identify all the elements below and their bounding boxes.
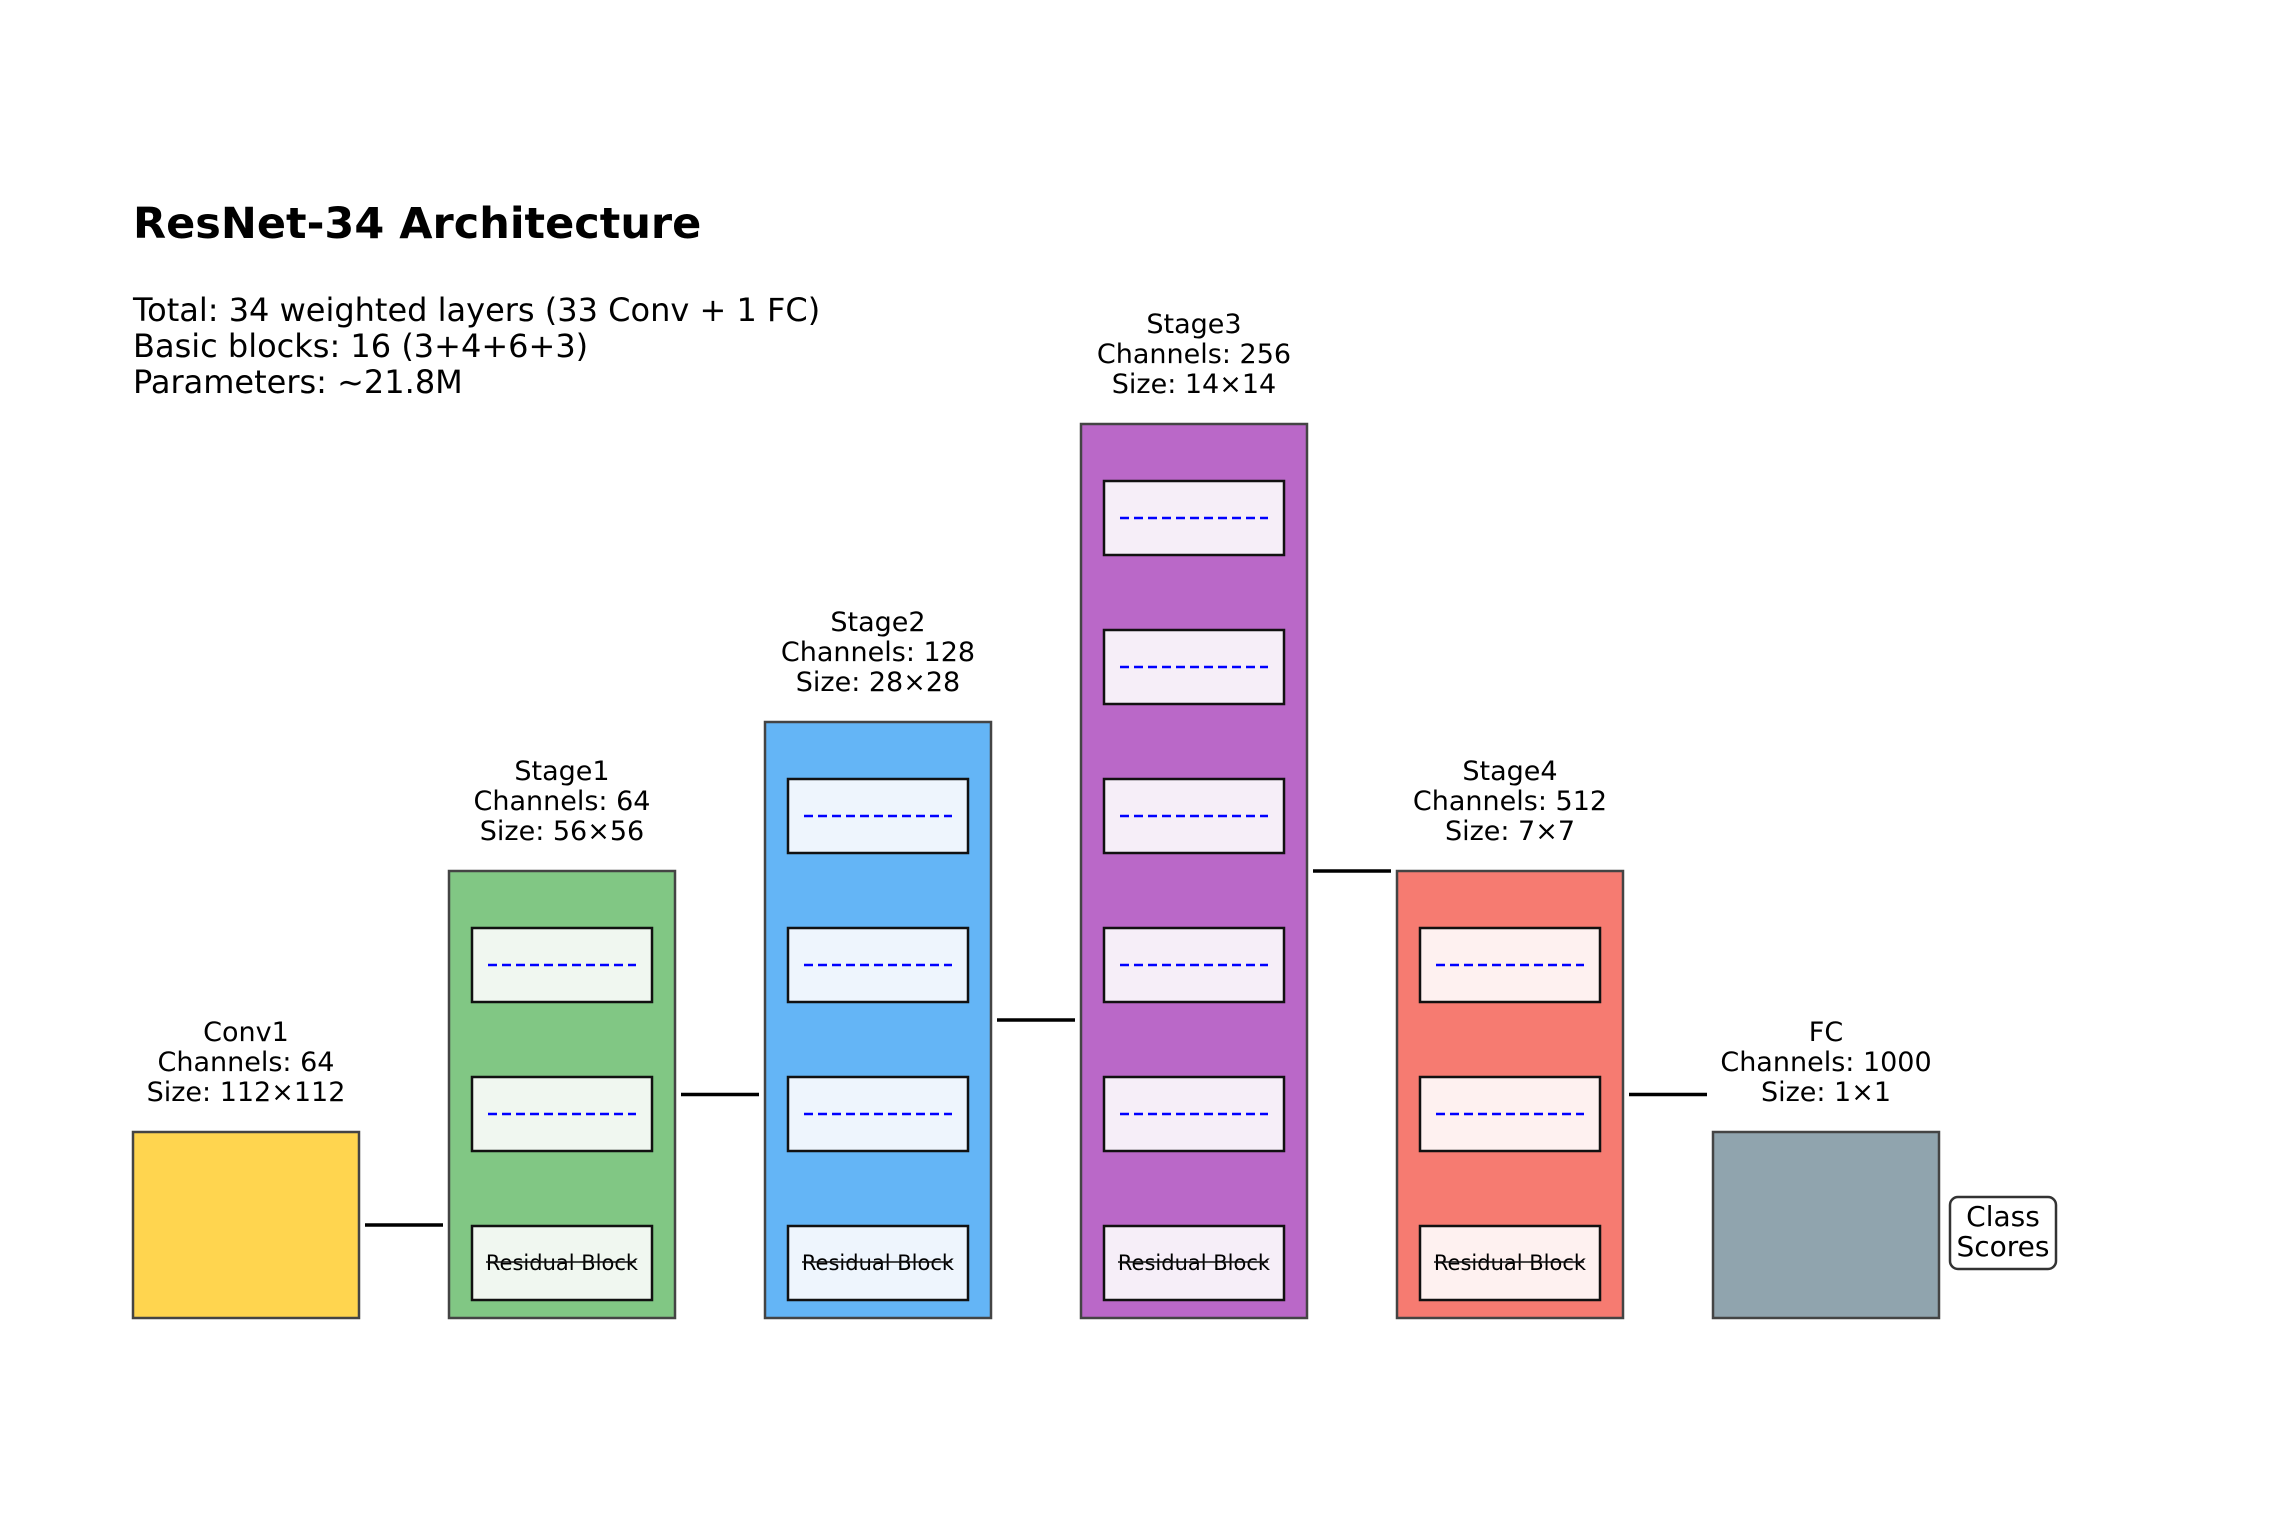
stage1-label-channels: Channels: 64 [474, 786, 651, 817]
fc-label-channels: Channels: 1000 [1720, 1047, 1931, 1078]
conv1-box [131, 1130, 361, 1320]
output-label-line1: Class [1966, 1200, 2040, 1233]
stage1-residual-block [470, 1224, 654, 1302]
fc-box [1711, 1130, 1941, 1320]
stage3-box [1079, 422, 1309, 1320]
conv1-label-size: Size: 112×112 [147, 1077, 346, 1108]
conv1-label-name: Conv1 [203, 1017, 289, 1048]
stage3-residual-block [1102, 1224, 1286, 1302]
stage1-label-size: Size: 56×56 [480, 816, 644, 847]
stage1-label-name: Stage1 [514, 756, 609, 787]
fc-label-size: Size: 1×1 [1761, 1077, 1891, 1108]
stage3-residual-block-label: Residual Block [1118, 1251, 1271, 1275]
stage4-label-channels: Channels: 512 [1413, 786, 1607, 817]
stage3-label-channels: Channels: 256 [1097, 339, 1291, 370]
stage2-label-channels: Channels: 128 [781, 637, 975, 668]
output-label-line2: Scores [1956, 1230, 2049, 1263]
fc-label-name: FC [1809, 1017, 1843, 1048]
stage4-label-name: Stage4 [1462, 756, 1557, 787]
info-total-layers: Total: 34 weighted layers (33 Conv + 1 F… [132, 291, 820, 329]
stage4-label-size: Size: 7×7 [1445, 816, 1575, 847]
stage3-label-size: Size: 14×14 [1112, 369, 1276, 400]
output-node: Class Scores [1948, 1195, 2058, 1271]
info-parameters: Parameters: ~21.8M [133, 363, 463, 401]
diagram-title: ResNet-34 Architecture [133, 199, 701, 249]
stage2-label-name: Stage2 [830, 607, 925, 638]
stage2-residual-block [786, 1224, 970, 1302]
stage2-residual-block-label: Residual Block [802, 1251, 955, 1275]
info-basic-blocks: Basic blocks: 16 (3+4+6+3) [133, 327, 588, 365]
stage3-label-name: Stage3 [1146, 309, 1241, 340]
conv1-label-channels: Channels: 64 [158, 1047, 335, 1078]
stage2-label-size: Size: 28×28 [796, 667, 960, 698]
stage1-residual-block-label: Residual Block [486, 1251, 639, 1275]
output-box [1948, 1195, 2058, 1271]
stage4-residual-block [1418, 1224, 1602, 1302]
stage4-residual-block-label: Residual Block [1434, 1251, 1587, 1275]
